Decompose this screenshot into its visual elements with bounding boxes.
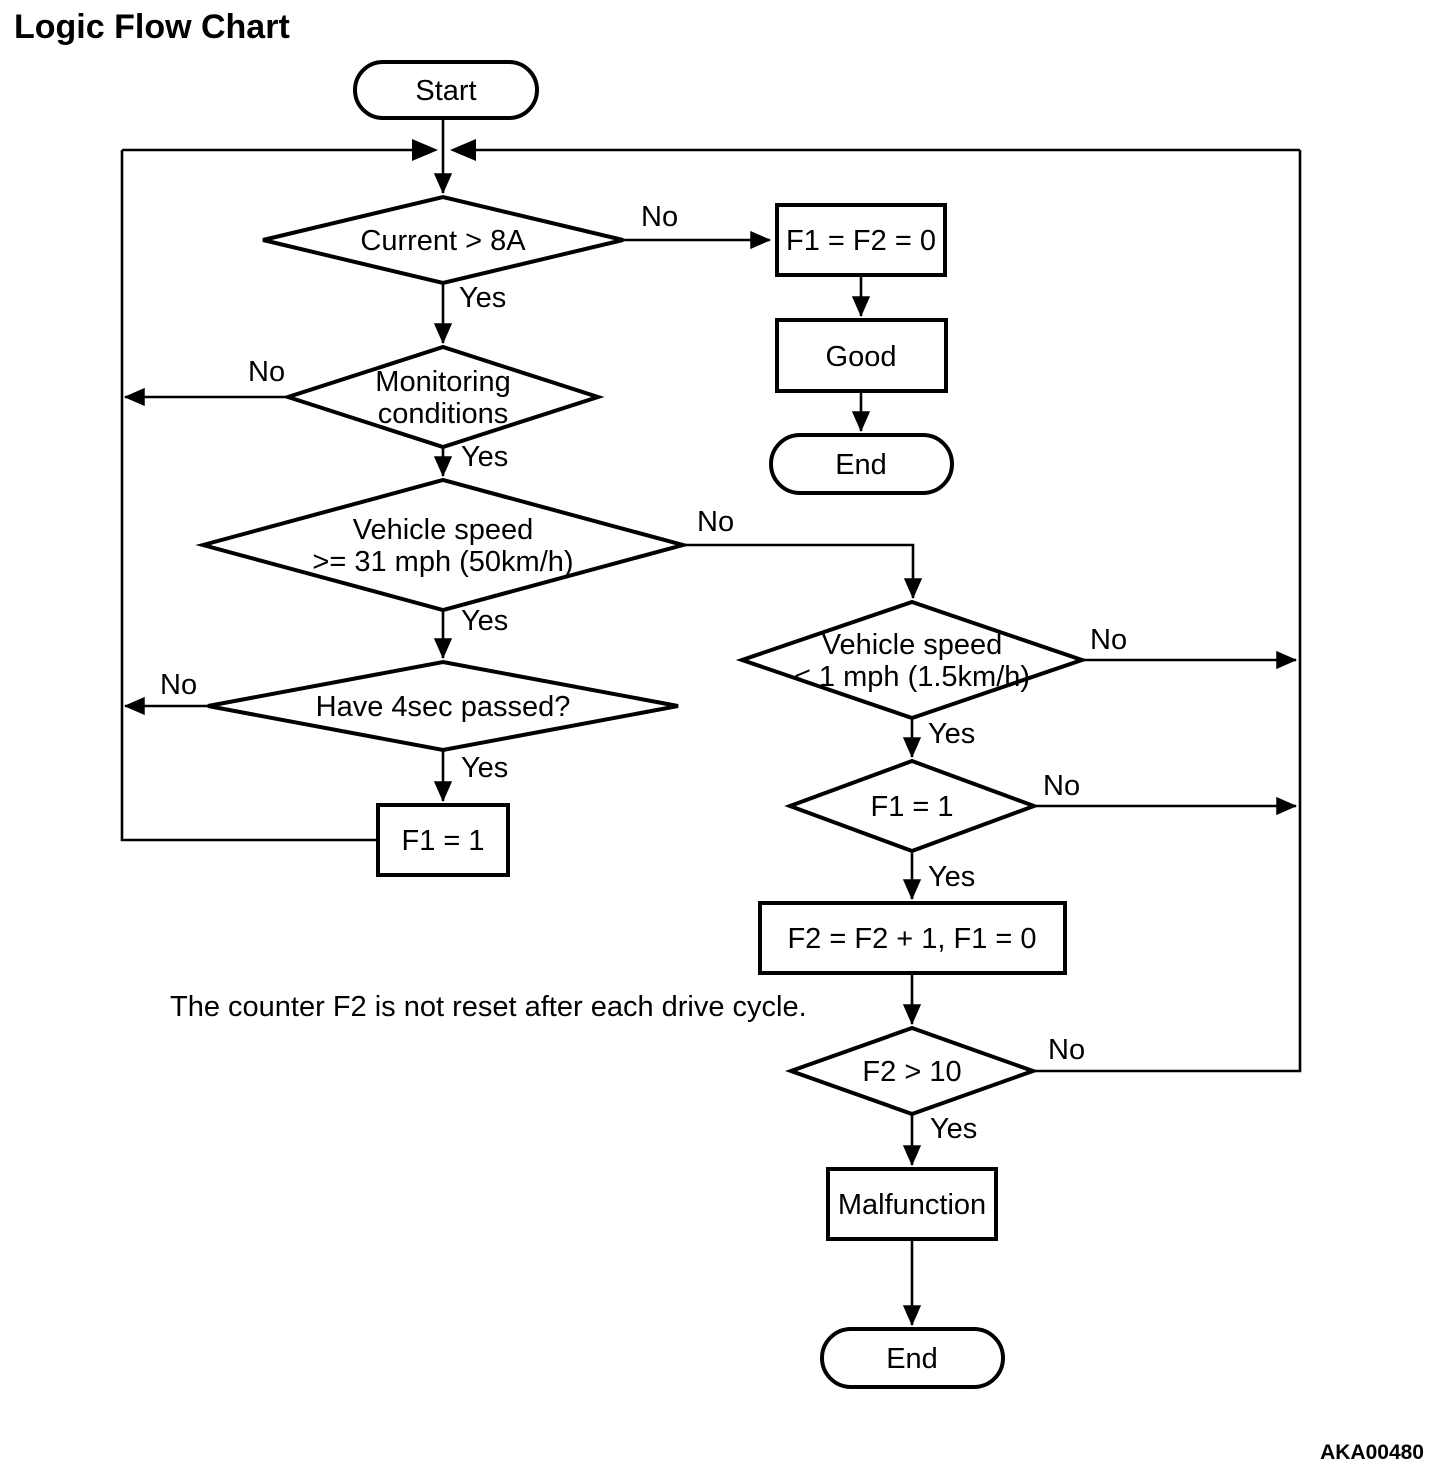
f2-check-decision-shape: [785, 1025, 1039, 1117]
end-top-label: End: [835, 449, 887, 481]
edge-label-speedlow-yes: Yes: [928, 718, 975, 750]
edge-labels: No Yes No Yes No Yes No Yes No Yes No Ye…: [160, 201, 1127, 1145]
end-top-shape: [769, 433, 954, 495]
edge-label-monitoring-yes: Yes: [461, 441, 508, 473]
note-text: The counter F2 is not reset after each d…: [170, 991, 807, 1023]
monitoring-label-line2: conditions: [378, 398, 509, 430]
flow-nodes: Start Current > 8A F1 = F2 = 0 Good End …: [195, 60, 1089, 1389]
decision-f2-gt-10: F2 > 10: [785, 1025, 1039, 1117]
reset-flags-label: F1 = F2 = 0: [786, 225, 936, 257]
left-return-rail: [120, 150, 378, 842]
good-shape: [775, 318, 948, 393]
decision-monitoring-conditions: Monitoring conditions: [281, 344, 605, 450]
monitoring-label-line1: Monitoring: [375, 366, 510, 398]
malfunction-shape: [826, 1167, 998, 1241]
current-decision-shape: [262, 194, 624, 286]
f1-check-decision-label: F1 = 1: [870, 791, 953, 823]
right-return-rail: [1033, 150, 1302, 1073]
process-f1-f2-zero: F1 = F2 = 0: [775, 203, 947, 277]
process-malfunction: Malfunction: [826, 1167, 998, 1241]
process-f2-increment: F2 = F2 + 1, F1 = 0: [758, 901, 1067, 975]
page-title: Logic Flow Chart: [14, 8, 290, 46]
monitoring-decision-shape: [281, 344, 605, 450]
edge-label-speedhigh-yes: Yes: [461, 605, 508, 637]
edge-label-current-no: No: [641, 201, 678, 233]
speed-low-label-line1: Vehicle speed: [822, 629, 1003, 661]
edge-label-f2check-yes: Yes: [930, 1113, 977, 1145]
f2-check-decision-label: F2 > 10: [862, 1056, 961, 1088]
four-sec-decision-shape: [207, 659, 679, 753]
decision-vehicle-speed-ge-31: Vehicle speed >= 31 mph (50km/h): [195, 477, 691, 613]
malfunction-label: Malfunction: [838, 1189, 986, 1221]
f1-check-decision-shape: [784, 758, 1040, 854]
speed-low-label-line2: < 1 mph (1.5km/h): [794, 661, 1030, 693]
reset-flags-shape: [775, 203, 947, 277]
increment-f2-shape: [758, 901, 1067, 975]
speed-high-label-line2: >= 31 mph (50km/h): [312, 546, 573, 578]
figure-code: AKA00480: [1320, 1441, 1424, 1464]
merge-arrow-left-icon: [412, 139, 438, 161]
speed-high-label-line1: Vehicle speed: [353, 514, 534, 546]
flow-edges: [120, 118, 1302, 1327]
decision-f1-equals-1: F1 = 1: [784, 758, 1040, 854]
node-start: Start: [353, 60, 539, 120]
four-sec-decision-label: Have 4sec passed?: [316, 691, 571, 723]
current-decision-label: Current > 8A: [360, 225, 526, 257]
edge-label-current-yes: Yes: [459, 282, 506, 314]
merge-junction: [412, 139, 476, 161]
process-f1-set-1: F1 = 1: [376, 803, 510, 877]
decision-vehicle-speed-lt-1: Vehicle speed < 1 mph (1.5km/h): [735, 599, 1089, 721]
speed-low-decision-shape: [735, 599, 1089, 721]
edge-label-foursec-no: No: [160, 669, 197, 701]
speed-high-decision-shape: [195, 477, 691, 613]
edge-label-f2check-no: No: [1048, 1034, 1085, 1066]
decision-have-4sec-passed: Have 4sec passed?: [207, 659, 679, 753]
merge-arrow-right-icon: [450, 139, 476, 161]
edge-label-monitoring-no: No: [248, 356, 285, 388]
decision-current-gt-8a: Current > 8A: [262, 194, 624, 286]
edge-speedhigh-no: [683, 543, 923, 600]
edge-label-speedlow-no: No: [1090, 624, 1127, 656]
increment-f2-label: F2 = F2 + 1, F1 = 0: [787, 923, 1036, 955]
end-bottom-label: End: [886, 1343, 938, 1375]
set-f1-label: F1 = 1: [401, 825, 484, 857]
terminator-end-top: End: [769, 433, 954, 495]
set-f1-shape: [376, 803, 510, 877]
terminator-end-bottom: End: [820, 1327, 1005, 1389]
edge-label-f1check-no: No: [1043, 770, 1080, 802]
start-label: Start: [415, 75, 476, 107]
edge-label-foursec-yes: Yes: [461, 752, 508, 784]
edge-label-f1check-yes: Yes: [928, 861, 975, 893]
process-good: Good: [775, 318, 948, 393]
start-terminator-shape: [353, 60, 539, 120]
end-bottom-shape: [820, 1327, 1005, 1389]
good-label: Good: [826, 341, 897, 373]
edge-label-speedhigh-no: No: [697, 506, 734, 538]
